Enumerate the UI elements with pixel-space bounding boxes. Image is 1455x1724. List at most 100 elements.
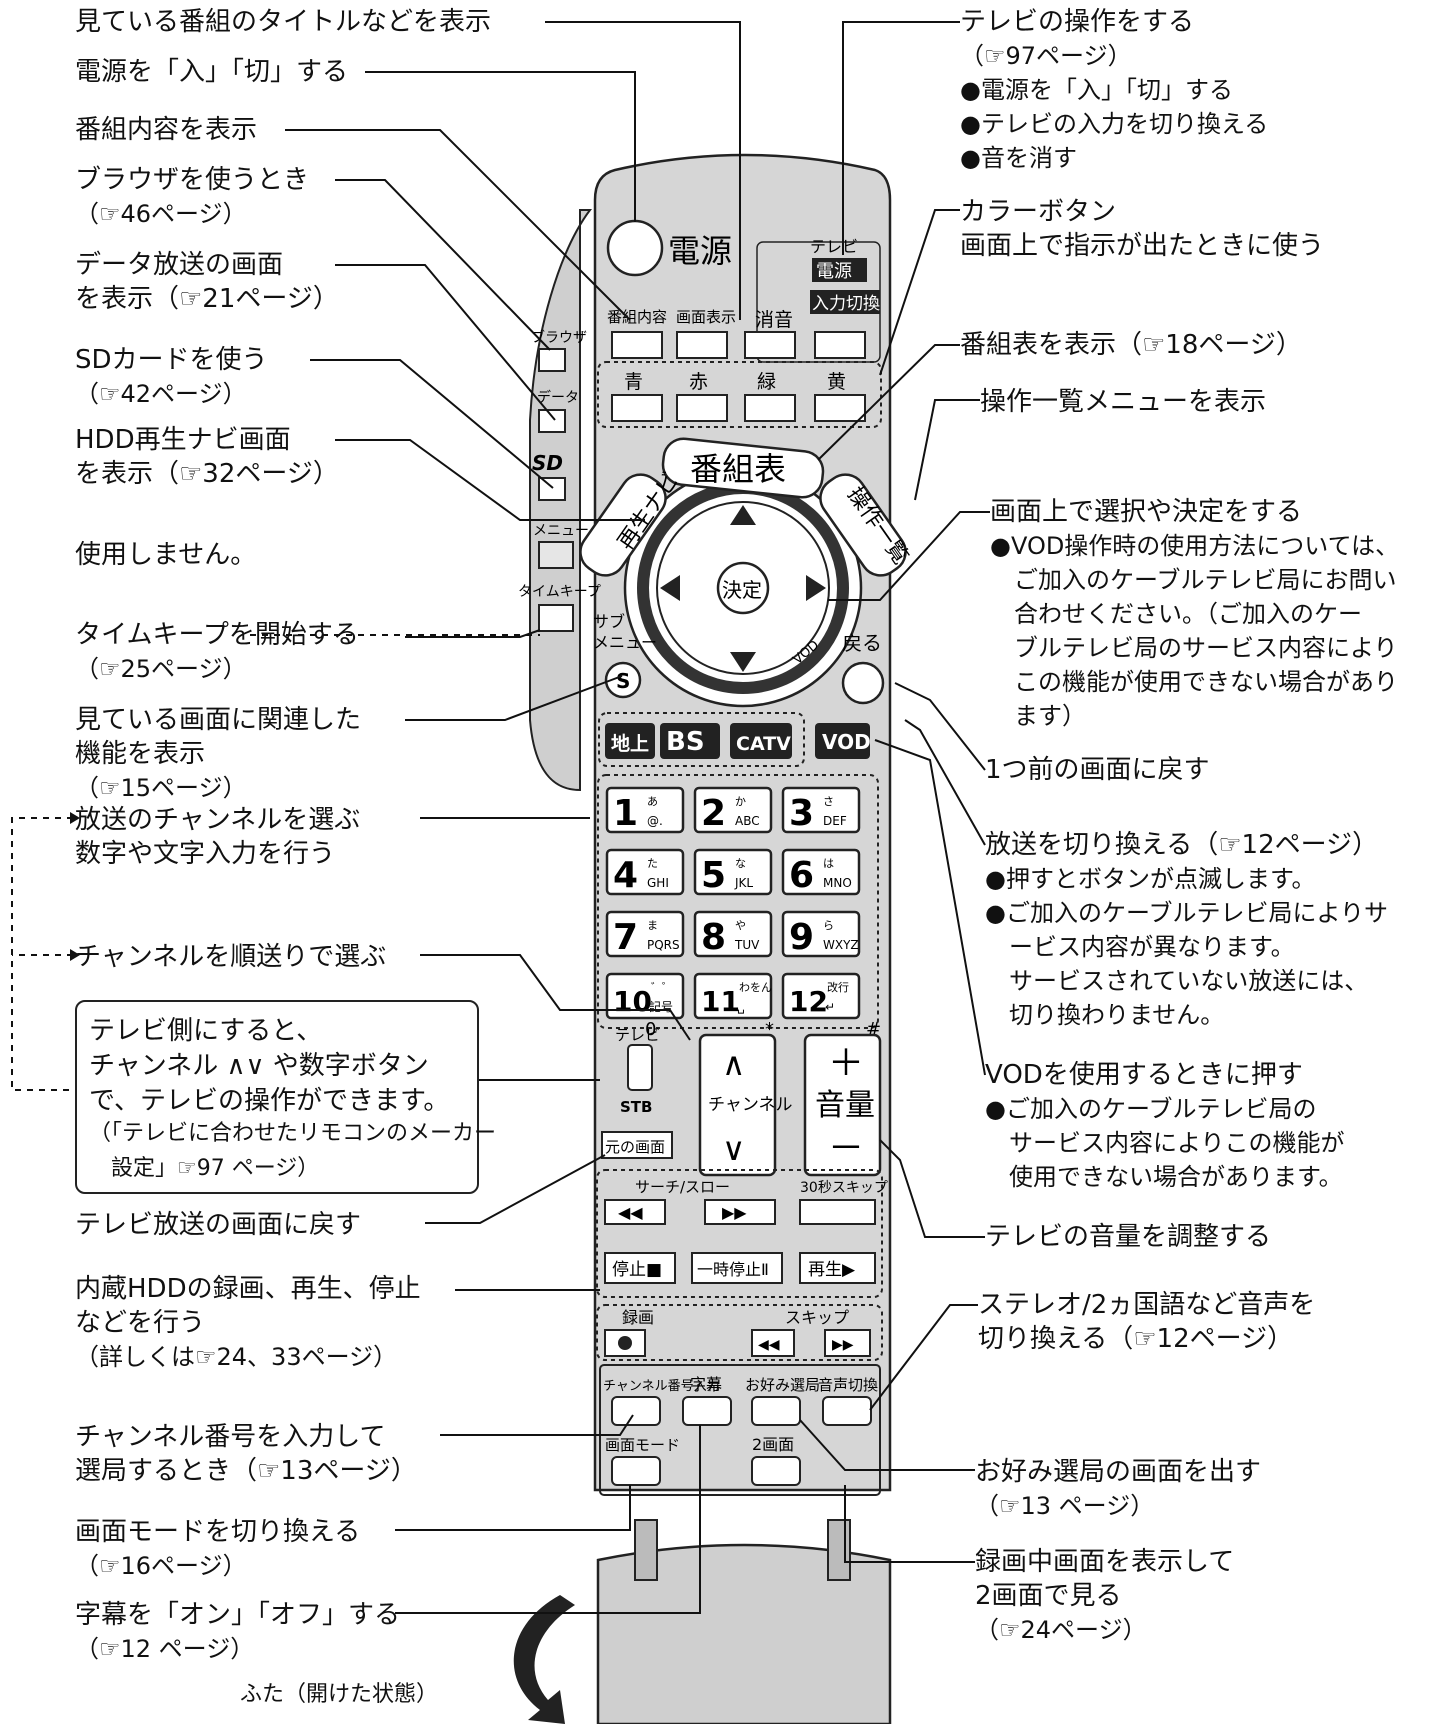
broadcast-button-2[interactable]: [730, 723, 792, 759]
svg-text:▶▶: ▶▶: [832, 1337, 854, 1353]
fast-forward-button[interactable]: [704, 1199, 776, 1225]
ch-input-button[interactable]: [611, 1396, 661, 1426]
svg-text:チャンネル: チャンネル: [708, 1095, 793, 1115]
label-data: データ放送の画面を表示（☞21ページ）: [75, 250, 339, 314]
number-key-3[interactable]: [781, 786, 861, 834]
audio-button[interactable]: [822, 1396, 872, 1426]
broadcast-button-0[interactable]: [605, 723, 655, 759]
timekeep-button[interactable]: [538, 604, 574, 632]
number-key-kana: か: [735, 795, 746, 808]
svg-text:データ: データ: [537, 389, 579, 406]
svg-text:再生▶: 再生▶: [808, 1260, 856, 1280]
number-key-2[interactable]: [693, 786, 773, 834]
number-key-12[interactable]: [781, 972, 861, 1020]
number-key-digit: 9: [789, 917, 814, 958]
number-key-4[interactable]: [605, 848, 685, 896]
number-key-digit: 2: [701, 793, 726, 834]
leader-lines: [250, 21, 990, 1614]
svg-text:STB: STB: [620, 1098, 652, 1116]
data-button[interactable]: [538, 409, 566, 433]
sd-button[interactable]: [538, 477, 566, 501]
svg-text:音声切換: 音声切換: [818, 1376, 878, 1394]
number-key-digit: 4: [613, 855, 638, 896]
rewind-button[interactable]: [604, 1199, 666, 1225]
label-menu-list: 操作一覧メニューを表示: [980, 387, 1267, 417]
svg-text:メニュー: メニュー: [533, 523, 589, 539]
navi-button[interactable]: [573, 467, 674, 583]
number-key-digit: 11: [701, 985, 740, 1018]
color-button-2[interactable]: [744, 394, 796, 422]
number-key-digit: 8: [701, 917, 726, 958]
browser-button[interactable]: [538, 348, 566, 372]
label-sd: SDカードを使う（☞42ページ）: [75, 345, 268, 408]
original-screen-button[interactable]: [601, 1131, 673, 1159]
number-key-kana: 改行: [827, 980, 849, 994]
number-key-11[interactable]: [693, 972, 773, 1020]
skip-back-button[interactable]: [751, 1329, 795, 1357]
label-unused: 使用しません。: [75, 540, 257, 570]
enter-button[interactable]: [716, 561, 770, 615]
sub-menu-button[interactable]: [604, 661, 642, 699]
number-key-kana: あ: [647, 795, 658, 808]
screen-mode-button[interactable]: [611, 1456, 661, 1486]
dual-button[interactable]: [751, 1456, 801, 1486]
tv-stb-switch[interactable]: [627, 1044, 653, 1091]
number-key-5[interactable]: [693, 848, 773, 896]
play-button[interactable]: [799, 1252, 876, 1284]
svg-text:∨: ∨: [722, 1130, 745, 1168]
number-key-9[interactable]: [781, 910, 861, 958]
op-list-button[interactable]: [813, 467, 914, 583]
svg-text:テレビ: テレビ: [810, 237, 858, 256]
color-button-1[interactable]: [676, 394, 728, 422]
input-switch-button[interactable]: [814, 331, 866, 359]
display-button[interactable]: [676, 331, 728, 359]
prog-info-button[interactable]: [611, 331, 663, 359]
favorite-button[interactable]: [751, 1396, 801, 1426]
power-button[interactable]: [606, 219, 664, 277]
number-key-kana: さ: [823, 795, 834, 808]
key-mark: *: [765, 1019, 774, 1040]
svg-text:ブラウザ: ブラウザ: [531, 329, 587, 346]
number-key-digit: 10: [613, 985, 652, 1018]
broadcast-button-1[interactable]: [660, 723, 720, 759]
svg-text:SD: SD: [532, 451, 563, 475]
bracket-arrow-icon: [70, 812, 80, 824]
back-button[interactable]: [841, 661, 885, 705]
svg-text:2画面: 2画面: [752, 1435, 794, 1454]
mute-button[interactable]: [744, 331, 796, 359]
number-key-sub: 記号: [649, 999, 673, 1014]
broadcast-label: 地上: [611, 732, 649, 755]
broadcast-label: BS: [666, 727, 705, 757]
number-key-6[interactable]: [781, 848, 861, 896]
number-key-8[interactable]: [693, 910, 773, 958]
number-key-1[interactable]: [605, 786, 685, 834]
label-vod: VODを使用するときに押す●ご加入のケーブルテレビ局の サービス内容によりこの機…: [985, 1060, 1345, 1191]
svg-text:消音: 消音: [755, 309, 793, 331]
number-key-7[interactable]: [605, 910, 685, 958]
pause-button[interactable]: [691, 1252, 783, 1284]
svg-text:字幕: 字幕: [690, 1375, 722, 1394]
number-key-10[interactable]: [605, 972, 685, 1020]
tv-mode-note: テレビ側にすると、チャンネル ∧∨ や数字ボタンで、テレビの操作ができます。（「…: [75, 1000, 496, 1194]
number-key-sub: MNO: [823, 876, 852, 890]
subtitle-button[interactable]: [682, 1396, 732, 1426]
label-broadcast: 放送を切り換える（☞12ページ）●押すとボタンが点滅します。●ご加入のケーブルテ…: [985, 830, 1389, 1029]
volume-button[interactable]: [803, 1033, 882, 1177]
skip30-button[interactable]: [799, 1199, 876, 1225]
channel-button[interactable]: [698, 1033, 777, 1177]
label-tv-op: テレビの操作をする（☞97ページ）●電源を「入」「切」する●テレビの入力を切り換…: [960, 7, 1269, 172]
epg-button[interactable]: [661, 437, 825, 499]
number-key-sub: ↵: [825, 1000, 835, 1014]
menu-button[interactable]: [538, 541, 574, 569]
tv-power-button[interactable]: [812, 258, 867, 282]
label-channel-select: 放送のチャンネルを選ぶ数字や文字入力を行う: [75, 805, 361, 869]
color-button-3[interactable]: [814, 394, 866, 422]
stop-button[interactable]: [604, 1252, 676, 1284]
skip-forward-button[interactable]: [824, 1329, 871, 1357]
color-button-0[interactable]: [611, 394, 663, 422]
vod-button[interactable]: [815, 723, 870, 759]
broadcast-label: CATV: [736, 733, 791, 755]
label-favorite: お好み選局の画面を出す（☞13 ページ）: [975, 1457, 1262, 1520]
svg-text:録画: 録画: [622, 1308, 654, 1327]
